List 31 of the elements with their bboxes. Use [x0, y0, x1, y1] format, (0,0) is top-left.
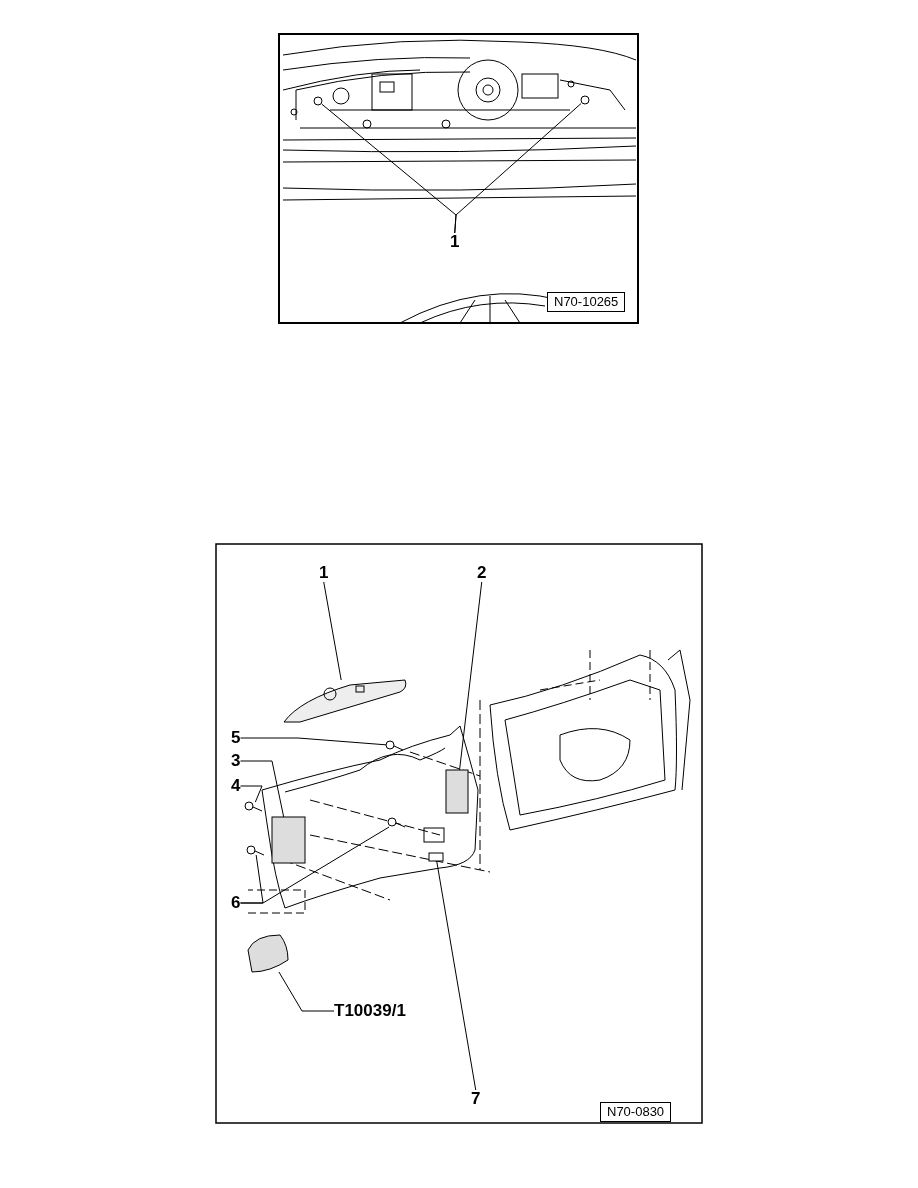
callout-number: 4: [231, 777, 241, 795]
callout-number: 6: [231, 894, 241, 912]
screw: [387, 817, 406, 828]
foam-pad: [271, 816, 306, 864]
leader-line: [323, 581, 342, 681]
trim-cover-drawing: [283, 679, 407, 723]
leader-line: [436, 860, 477, 1091]
leader-line: [454, 103, 582, 234]
leader-line: [239, 785, 263, 803]
figure-number: N70-0830: [600, 1102, 672, 1122]
leader-line: [459, 581, 483, 771]
figure-number: N70-10265: [547, 292, 626, 312]
bolt: [313, 96, 323, 106]
callout-number: 1: [319, 564, 329, 582]
callout-number: 5: [231, 729, 241, 747]
leader-line: [239, 826, 390, 904]
removal-tool: [247, 934, 289, 973]
callout-number: 7: [471, 1090, 481, 1108]
part-number: T10039/1: [334, 1002, 406, 1020]
leader-line: [239, 760, 285, 818]
screw: [246, 845, 265, 856]
foam-pad: [445, 769, 469, 814]
bolt: [580, 95, 590, 105]
callout-number: 3: [231, 752, 241, 770]
leader-line: [278, 971, 335, 1012]
retaining-clip: [428, 852, 444, 862]
callout-number: 2: [477, 564, 487, 582]
screw: [385, 740, 404, 751]
leader-line: [239, 737, 387, 746]
callout-number: 1: [450, 233, 460, 251]
screw: [244, 801, 263, 812]
